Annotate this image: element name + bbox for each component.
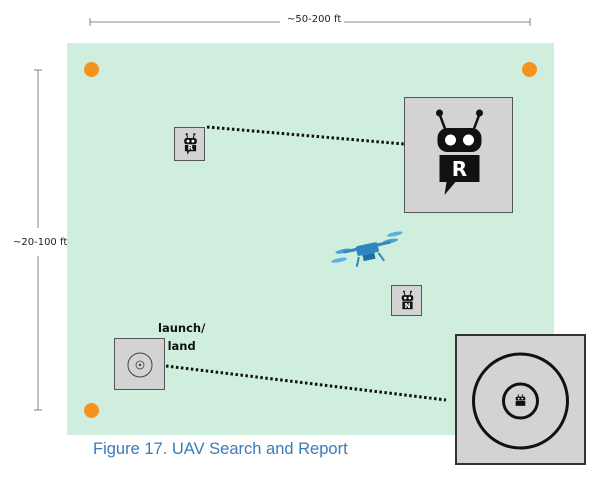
figure-caption: Figure 17. UAV Search and Report [93, 440, 348, 458]
svg-text:R: R [452, 157, 467, 181]
corner-marker-icon [84, 62, 99, 77]
small-r-marker: R [174, 127, 205, 161]
height-dimension-label: ~20-100 ft [13, 235, 68, 250]
landing-target-icon [127, 352, 153, 378]
robot-logo-icon: N [401, 290, 414, 310]
launch-land-label: launch/ land [158, 319, 205, 355]
corner-marker-icon [522, 62, 537, 77]
landing-target-inset [455, 334, 586, 465]
connector-line-launch [165, 364, 447, 402]
svg-text:R: R [188, 144, 194, 152]
launch-label-line2: land [167, 339, 196, 353]
launch-label-line1: launch/ [158, 321, 206, 335]
small-n-marker: N [391, 285, 422, 316]
launch-land-pad [114, 338, 165, 390]
large-r-marker: R [404, 97, 513, 213]
robot-logo-icon: R [436, 109, 483, 195]
robot-logo-icon: R [184, 133, 197, 155]
corner-marker-icon [84, 403, 99, 418]
svg-text:N: N [405, 302, 411, 310]
landing-target-icon [472, 352, 569, 450]
width-dimension-label: ~50-200 ft [284, 14, 345, 25]
robot-logo-icon [515, 394, 526, 406]
